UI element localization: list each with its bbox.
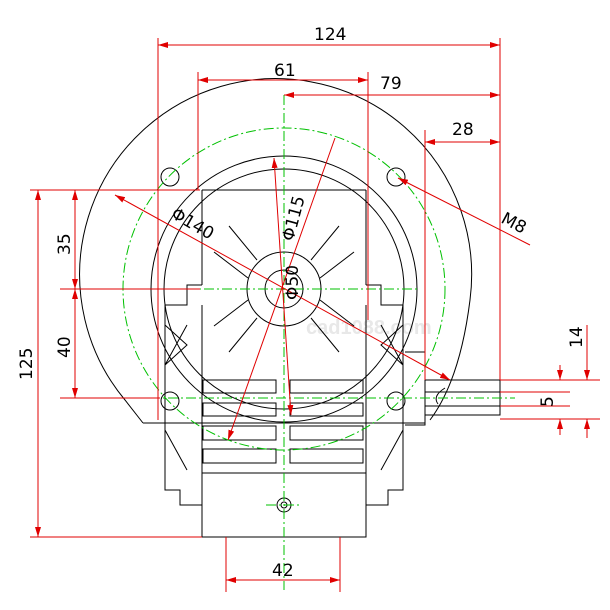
dim-flange: Φ115 (279, 194, 310, 243)
key-end (435, 387, 446, 405)
dim-14: 14 (567, 326, 587, 348)
dim-42: 42 (272, 561, 294, 581)
dim-28: 28 (452, 120, 474, 140)
gearbox-outline (79, 78, 501, 538)
dim-m8: M8 (498, 209, 530, 239)
dim-35: 35 (55, 233, 75, 255)
dim-5: 5 (538, 396, 558, 407)
shaft-boss (405, 351, 426, 426)
dim-124: 124 (314, 25, 346, 45)
dim-61: 61 (274, 61, 296, 81)
bolt-holes (160, 167, 406, 411)
dim-40: 40 (55, 336, 75, 358)
dimension-lines (30, 38, 600, 592)
outer-casing (79, 78, 473, 424)
dimension-labels: 124 61 79 28 M8 Φ140 Φ115 Φ50 35 40 125 … (17, 25, 587, 581)
dim-bore: Φ50 (283, 265, 303, 300)
dim-79: 79 (380, 74, 402, 94)
keyway (425, 391, 500, 407)
center-lines (122, 95, 515, 590)
dim-125: 125 (17, 348, 37, 380)
